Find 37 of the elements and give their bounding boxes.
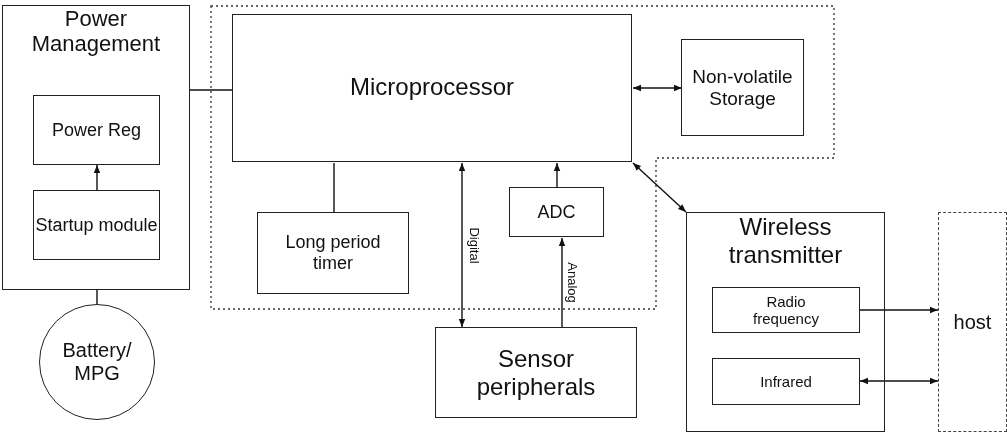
block-label: Power Reg <box>51 119 141 141</box>
block-label: Battery/ MPG <box>61 339 133 385</box>
arrow <box>553 162 561 189</box>
block-label: Infrared <box>760 372 812 391</box>
arrow <box>859 377 939 385</box>
connector-line <box>189 89 234 91</box>
arrow <box>93 164 101 191</box>
connector-line <box>96 289 98 305</box>
arrow <box>458 162 466 328</box>
block-title: Microprocessor <box>349 73 514 101</box>
block-box <box>232 14 632 162</box>
connector-line <box>333 162 335 214</box>
host-box <box>938 212 1007 432</box>
module-box <box>2 5 190 290</box>
block-box <box>33 190 160 260</box>
block-label: Non-volatile Storage <box>691 65 794 110</box>
module-box <box>686 212 885 432</box>
arrow <box>632 84 683 92</box>
edge-label: Analog <box>564 260 580 305</box>
block-title: Power Management <box>30 6 162 57</box>
block-box <box>33 95 160 165</box>
arrow <box>558 237 566 328</box>
block-box <box>712 358 860 405</box>
arrow <box>859 306 939 314</box>
block-box <box>681 39 804 136</box>
block-box <box>257 212 409 294</box>
block-label: ADC <box>537 201 576 223</box>
block-label: Long period timer <box>284 232 382 274</box>
block-box <box>435 327 637 418</box>
block-label: Radio frequency <box>752 292 820 328</box>
block-title: Wireless transmitter <box>727 213 844 269</box>
arrow <box>632 162 687 213</box>
block-box <box>712 287 860 333</box>
block-label: Sensor peripherals <box>475 344 597 401</box>
block-label: host <box>953 310 992 334</box>
block-label: Startup module <box>35 214 158 236</box>
block-box <box>509 187 604 237</box>
